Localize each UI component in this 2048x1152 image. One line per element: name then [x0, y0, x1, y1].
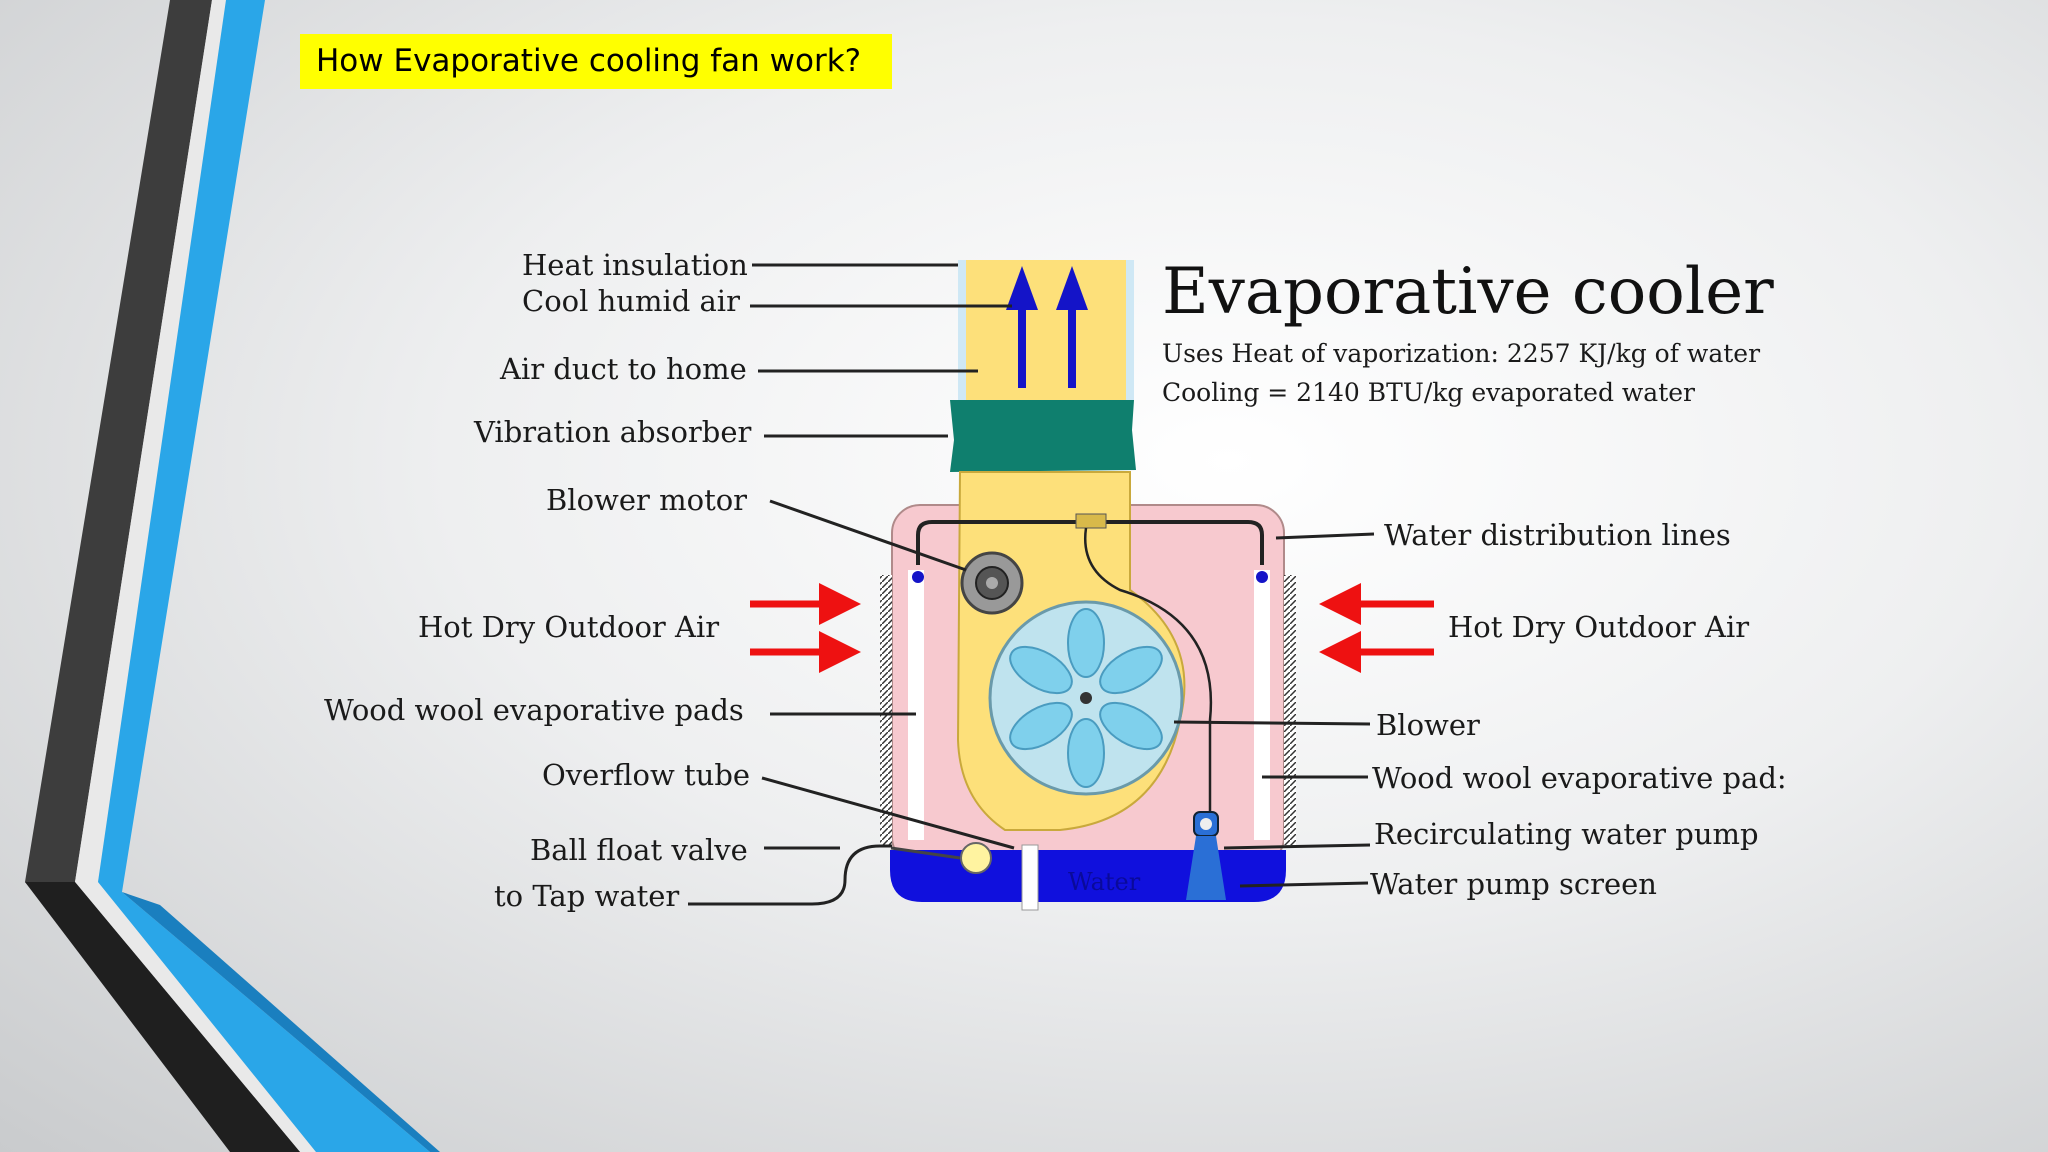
label-heat-insulation: Heat insulation	[522, 248, 748, 282]
label-hot-air-right: Hot Dry Outdoor Air	[1448, 610, 1749, 644]
diagram-subtitle-line2: Cooling = 2140 BTU/kg evaporated water	[1162, 378, 1695, 407]
label-overflow-tube: Overflow tube	[542, 758, 750, 792]
heat-insulation-left	[958, 260, 966, 400]
label-vibration-absorber: Vibration absorber	[473, 415, 751, 449]
tap-water-line	[688, 844, 892, 906]
light-separator-band	[75, 0, 316, 1152]
float-arm	[890, 846, 961, 860]
cool-air-up-arrows	[1006, 266, 1088, 388]
vibration-absorber	[950, 400, 1136, 472]
blue-band-bottom-shade	[122, 892, 440, 1152]
diagram-subtitle-line1: Uses Heat of vaporization: 2257 KJ/kg of…	[1162, 339, 1760, 368]
label-tap-water: to Tap water	[494, 879, 679, 913]
diagram-title: Evaporative cooler	[1162, 255, 1774, 329]
heat-insulation-right	[1126, 260, 1134, 400]
pad-hatch-right	[1284, 575, 1296, 845]
label-blower-motor: Blower motor	[546, 483, 747, 517]
distribution-junction	[1075, 513, 1107, 529]
label-cool-humid-air: Cool humid air	[522, 284, 740, 318]
label-hot-air-left: Hot Dry Outdoor Air	[418, 610, 719, 644]
water-label: Water	[1068, 868, 1141, 896]
blue-band	[98, 0, 430, 1152]
wood-wool-pad-left	[908, 570, 924, 840]
pad-hatch-left	[880, 575, 892, 845]
dark-band-left	[25, 0, 300, 1152]
wood-wool-pad-right	[1254, 570, 1270, 840]
label-pump-screen: Water pump screen	[1370, 867, 1657, 901]
air-duct	[958, 260, 1134, 400]
label-ball-float-valve: Ball float valve	[530, 833, 748, 867]
label-recirc-pump: Recirculating water pump	[1374, 817, 1759, 851]
label-blower: Blower	[1376, 708, 1480, 742]
dark-band-bottom	[25, 882, 300, 1152]
hot-air-arrows-right	[1319, 583, 1434, 673]
label-pads-right: Wood wool evaporative pad:	[1372, 761, 1787, 795]
hot-air-arrows-left	[750, 583, 861, 673]
recirculating-pump	[1186, 811, 1226, 900]
label-water-distribution: Water distribution lines	[1384, 518, 1731, 552]
label-pads-left: Wood wool evaporative pads	[324, 693, 744, 727]
blower-vanes	[1009, 608, 1163, 788]
slide-title: How Evaporative cooling fan work?	[300, 34, 892, 89]
ball-float	[960, 842, 992, 874]
blower-hub	[1080, 692, 1092, 704]
leader-lines	[750, 263, 1375, 888]
overflow-tube	[1021, 844, 1039, 911]
pump-riser-line	[1084, 527, 1213, 820]
label-air-duct: Air duct to home	[499, 352, 747, 386]
